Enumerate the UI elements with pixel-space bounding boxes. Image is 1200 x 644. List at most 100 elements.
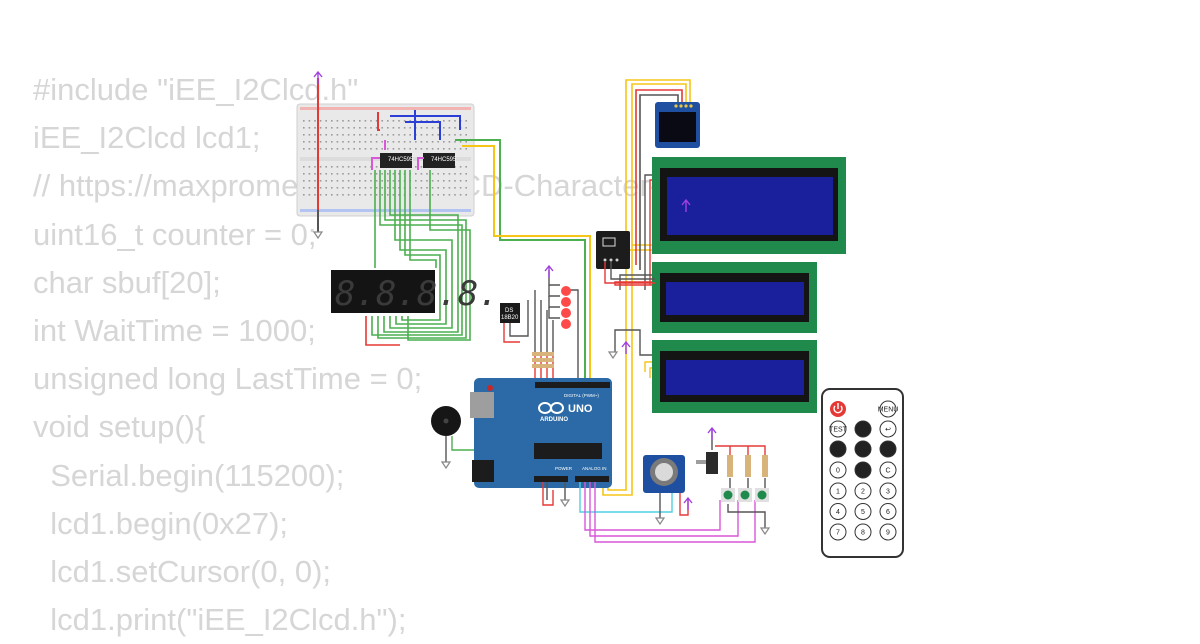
code-line: lcd1.begin(0x27); bbox=[33, 505, 289, 541]
seven-segment-digits: 8.8.8.8. bbox=[335, 274, 499, 314]
code-line: int WaitTime = 1000; bbox=[33, 312, 316, 348]
remote-button-label: TEST bbox=[829, 427, 848, 434]
ground-icon bbox=[559, 499, 571, 508]
lcd-wires bbox=[614, 174, 655, 378]
remote-button-label: 0 bbox=[836, 468, 840, 475]
led-array[interactable] bbox=[561, 286, 571, 329]
remote-button[interactable] bbox=[829, 440, 847, 458]
code-line: iEE_I2Clcd lcd1; bbox=[33, 120, 261, 156]
rtc-wires bbox=[604, 262, 655, 284]
code-line: void setup(){ bbox=[33, 409, 206, 445]
shift-register-1-label: 74HC595 bbox=[388, 157, 414, 163]
remote-button[interactable] bbox=[854, 420, 872, 438]
arduino-uno[interactable]: UNO ARDUINO DIGITAL (PWM~) ANALOG IN POW… bbox=[470, 378, 612, 488]
push-buttons[interactable] bbox=[721, 488, 769, 502]
vcc-arrow-icon bbox=[544, 264, 554, 278]
remote-button[interactable] bbox=[829, 523, 847, 541]
seven-segment-display[interactable]: 8.8.8.8. bbox=[331, 270, 499, 314]
shift-register-2-label: 74HC595 bbox=[431, 157, 457, 163]
remote-button[interactable] bbox=[854, 482, 872, 500]
ground-icon bbox=[440, 461, 452, 470]
ground-symbols bbox=[312, 231, 771, 536]
remote-button-label: 5 bbox=[861, 509, 865, 516]
pot-wires bbox=[659, 493, 689, 518]
ground-icon bbox=[607, 351, 619, 360]
vcc-arrow-icon bbox=[683, 496, 693, 510]
remote-button-label: ↩ bbox=[885, 427, 891, 434]
remote-button[interactable] bbox=[854, 440, 872, 458]
vcc-arrow-icon bbox=[681, 198, 691, 212]
shift-register-1[interactable]: 74HC595 bbox=[380, 153, 414, 168]
remote-button-label: 3 bbox=[886, 489, 890, 496]
button-wires bbox=[711, 428, 766, 528]
buzzer[interactable] bbox=[431, 406, 461, 436]
code-line: #include "iEE_I2Clcd.h" bbox=[33, 72, 359, 107]
remote-button-label: 2 bbox=[861, 489, 865, 496]
vcc-arrow-icon bbox=[621, 340, 631, 354]
arduino-bottom-wires bbox=[542, 482, 756, 543]
buzzer-wires bbox=[445, 436, 480, 462]
remote-button-label: ⏭ bbox=[885, 447, 892, 454]
ground-icon bbox=[759, 527, 771, 536]
vcc-arrow-icon bbox=[707, 426, 717, 440]
remote-button-label: 4 bbox=[836, 509, 840, 516]
rtc-module[interactable] bbox=[596, 231, 630, 269]
remote-button-label: 9 bbox=[886, 530, 890, 537]
code-line: lcd1.setCursor(0, 0); bbox=[33, 553, 332, 589]
arduino-brand: ARDUINO bbox=[540, 417, 568, 423]
arduino-analog-label: ANALOG IN bbox=[582, 466, 607, 471]
remote-button[interactable] bbox=[879, 461, 897, 479]
arduino-label: UNO bbox=[568, 403, 593, 415]
button-resistors[interactable] bbox=[727, 455, 768, 477]
arduino-digital-label: DIGITAL (PWM~) bbox=[564, 393, 599, 398]
remote-button-label: C bbox=[885, 468, 890, 475]
remote-button[interactable] bbox=[879, 400, 897, 418]
remote-button[interactable] bbox=[879, 420, 897, 438]
remote-button-label: − bbox=[861, 468, 865, 475]
shift-register-2[interactable]: 74HC595 bbox=[423, 153, 457, 168]
code-line: uint16_t counter = 0; bbox=[33, 216, 317, 252]
ground-icon bbox=[654, 517, 666, 526]
remote-button[interactable] bbox=[829, 461, 847, 479]
ds18b20-label-1: DS bbox=[505, 308, 513, 314]
remote-button-label: MENU bbox=[878, 407, 899, 414]
lcd-16x2-a[interactable] bbox=[652, 262, 817, 333]
breadboard-wires bbox=[317, 78, 591, 380]
led-resistors[interactable] bbox=[532, 352, 554, 368]
code-line: char sbuf[20]; bbox=[33, 264, 221, 300]
slide-switch[interactable] bbox=[696, 452, 718, 474]
remote-button-label: 1 bbox=[836, 489, 840, 496]
code-line: unsigned long LastTime = 0; bbox=[33, 361, 423, 397]
remote-button[interactable] bbox=[829, 503, 847, 520]
remote-button-label: ▶ bbox=[860, 447, 866, 454]
remote-button-label: 6 bbox=[886, 509, 890, 516]
lcd-20x4[interactable] bbox=[652, 157, 846, 254]
power-icon bbox=[833, 403, 843, 414]
remote-button[interactable] bbox=[854, 461, 872, 479]
remote-button-label: 8 bbox=[861, 530, 865, 537]
remote-button[interactable] bbox=[879, 503, 897, 520]
ground-icon bbox=[312, 231, 324, 240]
vcc-arrow-icon bbox=[313, 70, 323, 84]
remote-button[interactable] bbox=[879, 482, 897, 500]
remote-button-label: + bbox=[861, 427, 865, 434]
ds18b20-label-2: 18B20 bbox=[501, 315, 519, 321]
remote-button-label: ⏮ bbox=[835, 447, 841, 454]
oled-display[interactable] bbox=[655, 102, 700, 148]
vcc-symbols bbox=[313, 70, 717, 510]
led-wires bbox=[534, 270, 579, 385]
remote-button[interactable] bbox=[854, 523, 872, 541]
segment-wires bbox=[371, 170, 471, 341]
remote-button[interactable] bbox=[854, 503, 872, 520]
ir-remote[interactable]: MENU TEST + ↩ ⏮ ▶ ⏭ 0 − C 1 2 3 4 5 6 7 8 9 bbox=[821, 388, 904, 558]
remote-button-label: 7 bbox=[836, 530, 840, 537]
remote-button[interactable] bbox=[879, 440, 897, 458]
remote-button[interactable] bbox=[829, 482, 847, 500]
potentiometer[interactable] bbox=[643, 455, 685, 493]
lcd-16x2-b[interactable] bbox=[652, 340, 817, 413]
code-line: Serial.begin(115200); bbox=[33, 457, 345, 493]
circuit-diagram: 74HC595 74HC595 8.8.8.8. bbox=[296, 70, 904, 558]
ds18b20-sensor[interactable]: DS 18B20 bbox=[500, 303, 520, 323]
remote-button[interactable] bbox=[829, 420, 847, 438]
remote-button[interactable] bbox=[879, 523, 897, 541]
